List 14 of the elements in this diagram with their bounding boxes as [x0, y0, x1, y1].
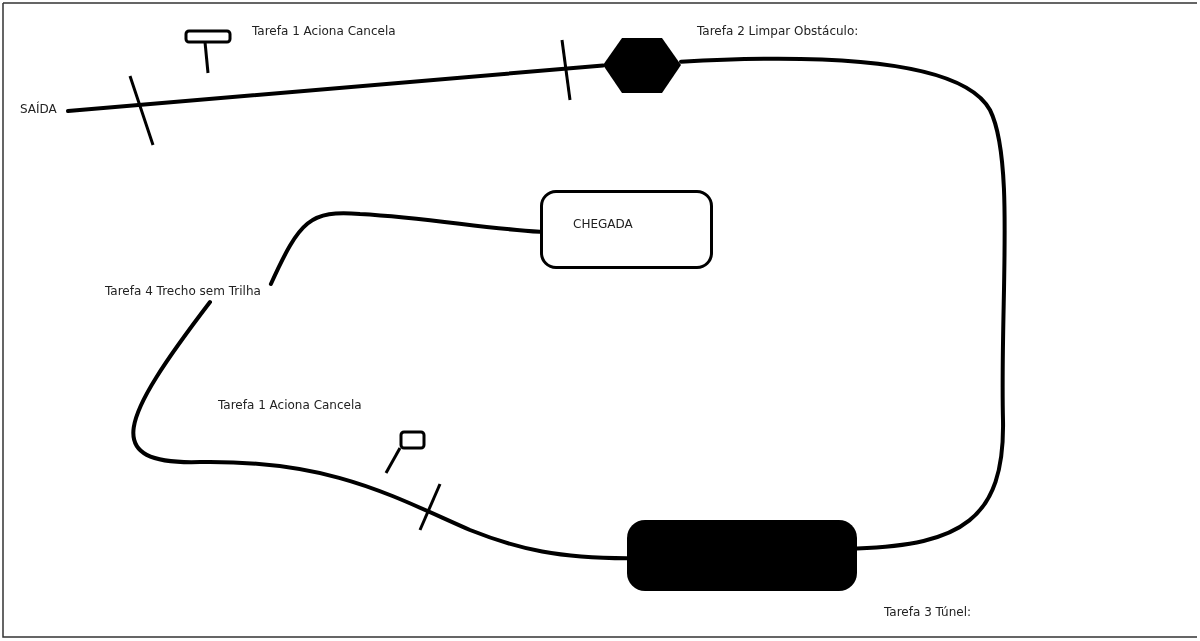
tunnel-block: [627, 520, 857, 591]
track-label: SAÍDA: [20, 102, 68, 120]
obstacle-hexagon: [603, 38, 681, 93]
task-label: Tarefa 2 Limpar Obstáculo:: [697, 24, 859, 38]
track-line: [679, 56, 1007, 551]
task-label: Tarefa 1 Aciona Cancela: [252, 24, 396, 38]
finish-label: CHEGADA: [573, 217, 633, 231]
finish-box: [540, 190, 713, 269]
track-line: [66, 63, 605, 113]
track-line: [268, 211, 542, 286]
task-label: Tarefa 1 Aciona Cancela: [218, 398, 362, 412]
track-label: Tarefa 4 Trecho sem Trilha: [105, 284, 315, 302]
task-label: Tarefa 3 Túnel:: [884, 605, 972, 619]
track-line: [131, 300, 629, 561]
